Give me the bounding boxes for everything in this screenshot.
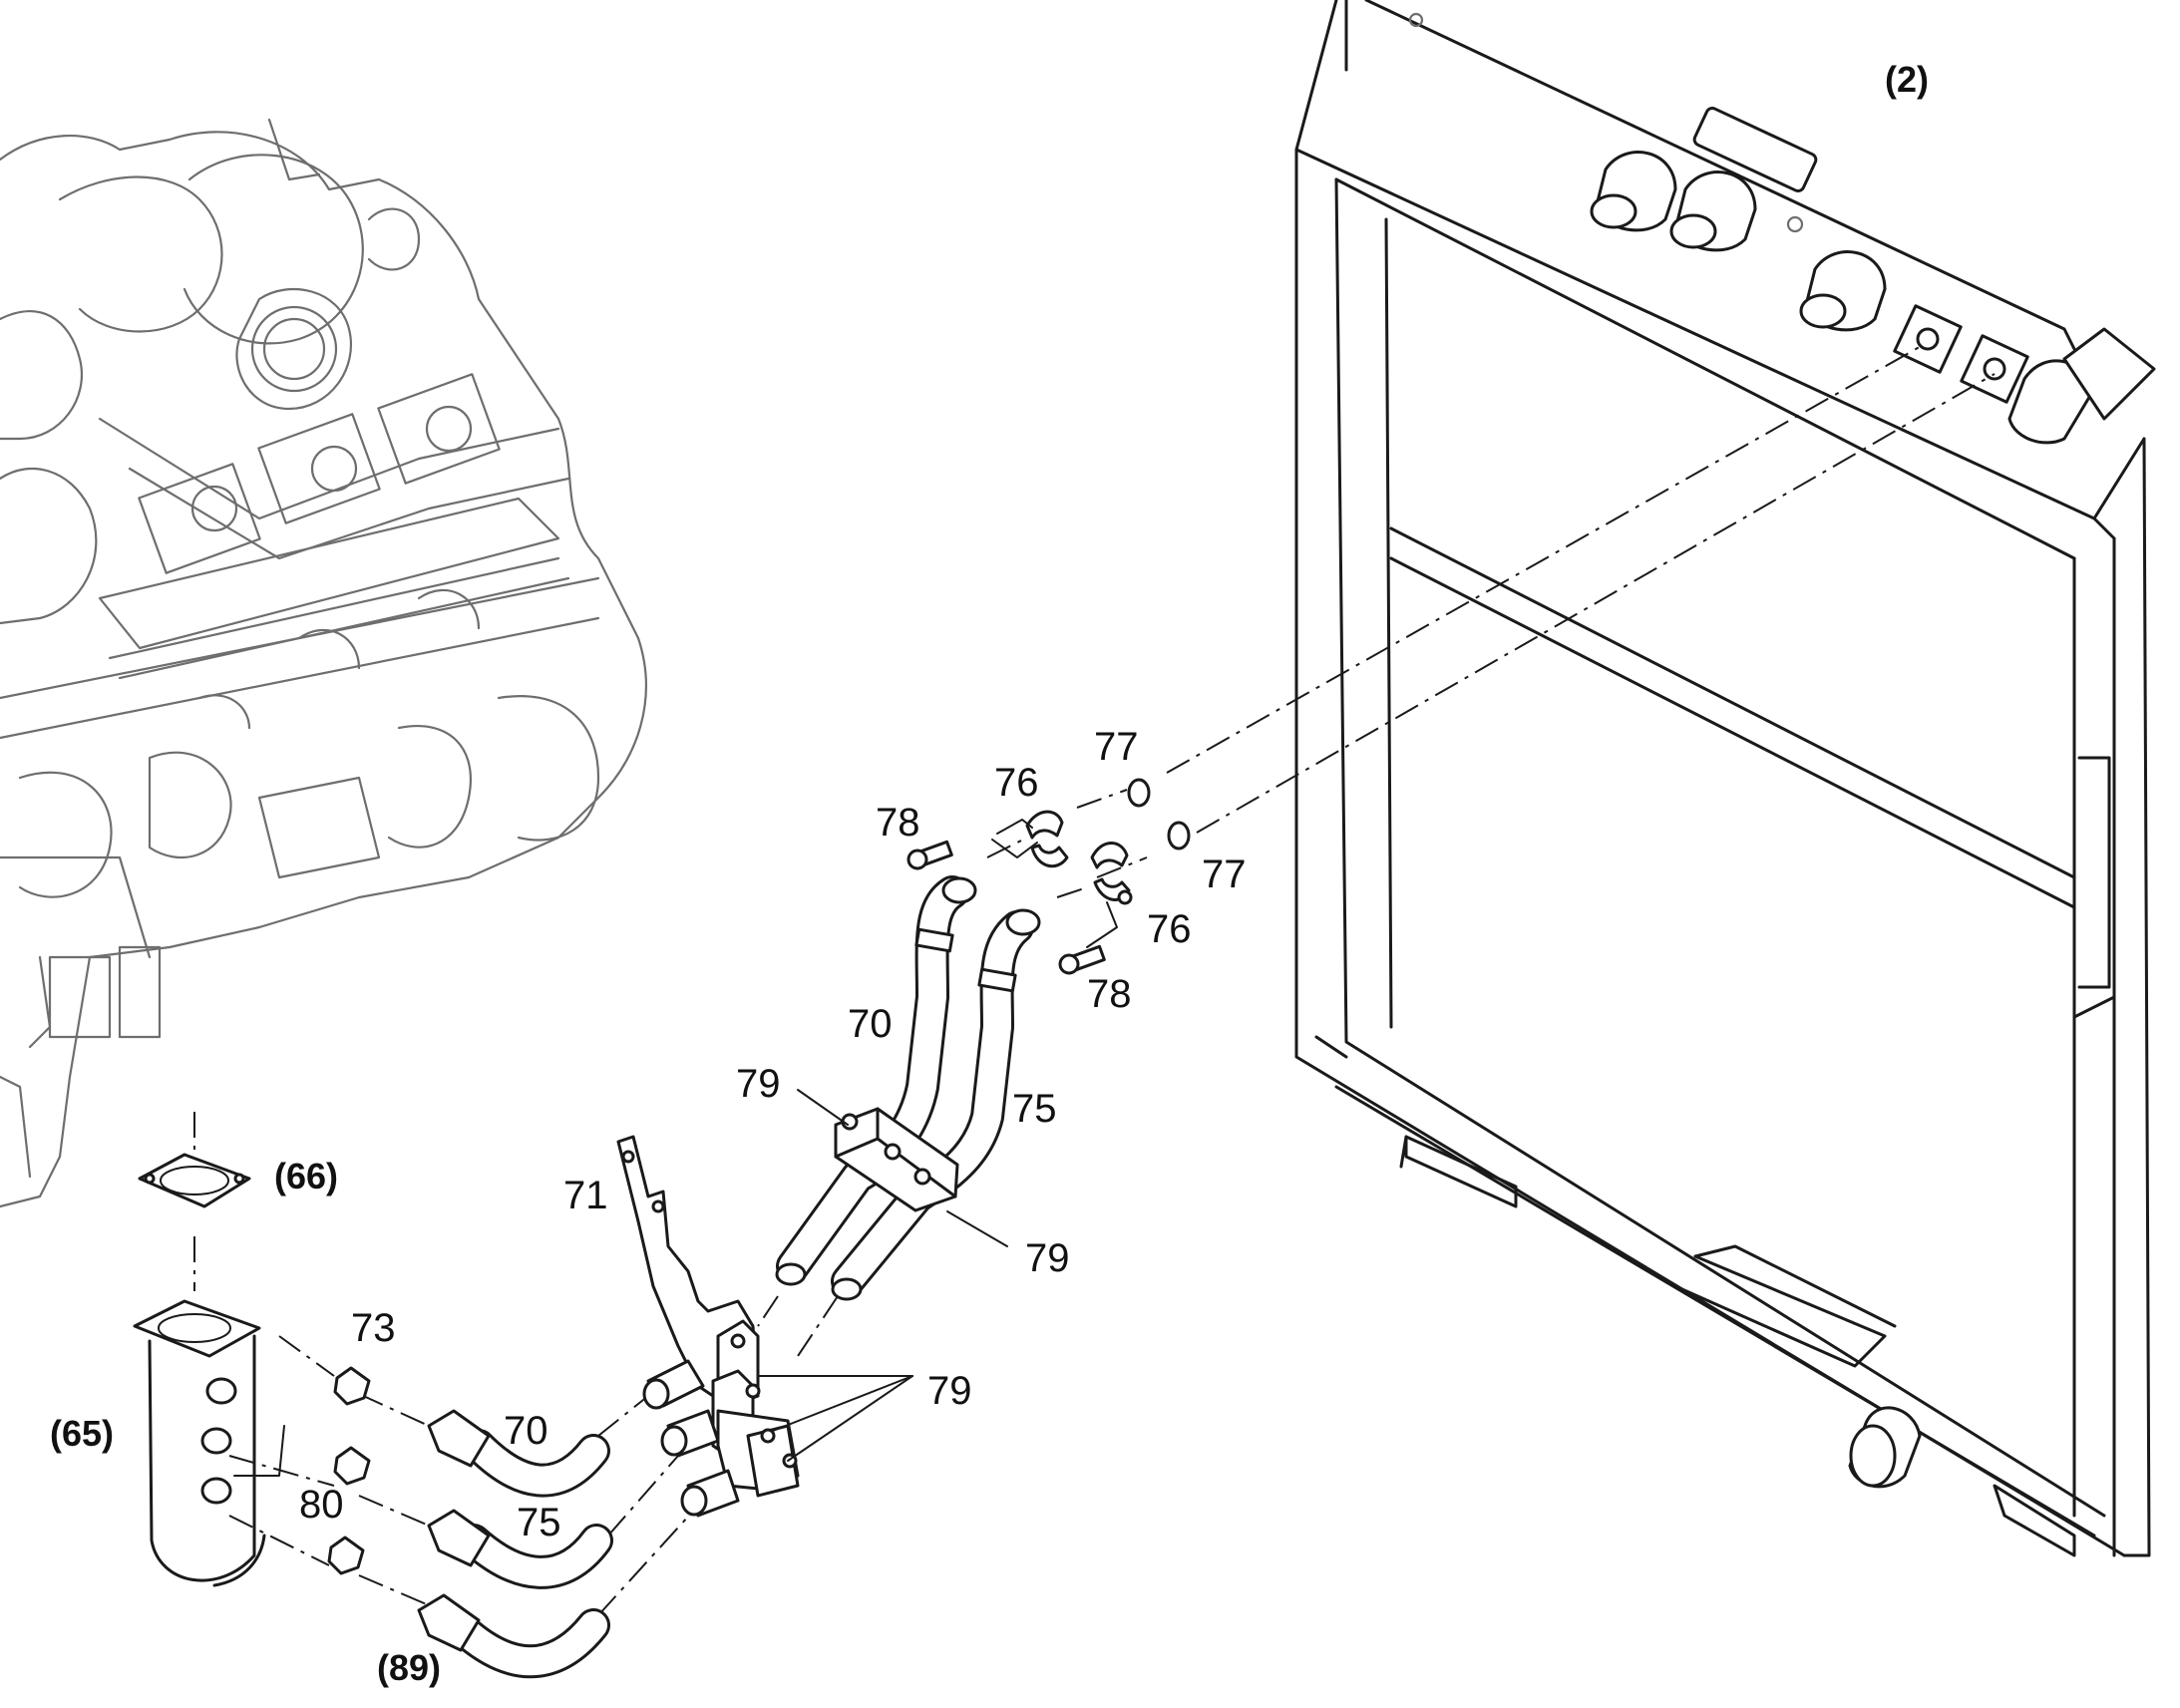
hoses-lower bbox=[417, 1409, 613, 1679]
callout-77-upper: 77 bbox=[1094, 725, 1139, 769]
adapters-73 bbox=[327, 1366, 371, 1575]
clamps-79-lower bbox=[642, 1319, 800, 1518]
callout-76-lower: 76 bbox=[1147, 907, 1192, 951]
callout-labels: (2) (66) (65) (89) 70 70 71 73 75 75 76 … bbox=[50, 59, 1929, 1688]
callout-80: 80 bbox=[299, 1483, 344, 1527]
callout-75-lower: 75 bbox=[517, 1501, 561, 1544]
callout-79-middle: 79 bbox=[1025, 1236, 1070, 1280]
alignment-lines bbox=[193, 343, 1996, 1616]
gasket-66 bbox=[138, 1153, 251, 1208]
callout-2: (2) bbox=[1885, 59, 1929, 100]
callout-77-lower: 77 bbox=[1202, 853, 1247, 896]
radiator-assembly bbox=[1294, 0, 2156, 1557]
callout-73: 73 bbox=[351, 1306, 396, 1350]
tube-65 bbox=[133, 1299, 266, 1587]
callout-75-upper: 75 bbox=[1012, 1087, 1057, 1131]
callout-79-lower: 79 bbox=[927, 1369, 972, 1413]
callout-70-lower: 70 bbox=[504, 1409, 548, 1453]
fittings-76-77-78 bbox=[907, 778, 1191, 975]
leader-lines bbox=[233, 819, 1118, 1477]
callout-70-upper: 70 bbox=[848, 1002, 893, 1046]
callout-89: (89) bbox=[377, 1647, 441, 1688]
callout-78-upper: 78 bbox=[876, 801, 920, 845]
callout-79-upper: 79 bbox=[736, 1062, 781, 1106]
callout-76-upper: 76 bbox=[994, 761, 1039, 805]
callout-78-lower: 78 bbox=[1087, 972, 1132, 1016]
hose-70-75-upper bbox=[775, 875, 1041, 1301]
callout-66: (66) bbox=[274, 1156, 338, 1196]
callout-71: 71 bbox=[563, 1174, 608, 1217]
callout-65: (65) bbox=[50, 1413, 114, 1454]
engine-assembly bbox=[0, 118, 647, 1208]
